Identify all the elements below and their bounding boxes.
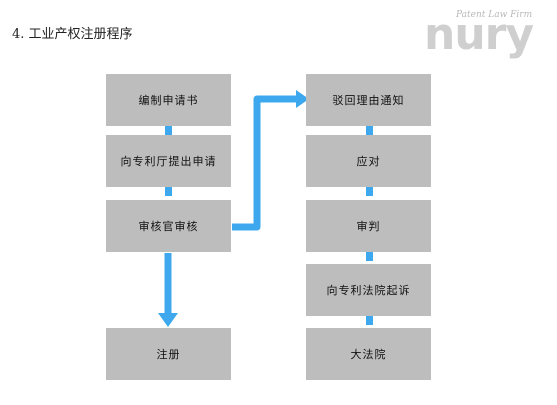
arrow-to-rejection [232,95,297,231]
logo-tagline: Patent Law Firm [456,10,533,20]
arrow-to-registration-head [158,313,178,327]
connector [165,126,172,135]
connector [366,316,373,325]
box-prepare-application: 编制申请书 [106,74,231,126]
nury-logo: nury Patent Law Firm [424,9,542,60]
box-trial: 审判 [306,200,431,252]
box-file-application: 向专利厅提出申请 [106,135,231,187]
box-rejection-notice: 驳回理由通知 [306,74,431,126]
box-examiner-review: 审核官审核 [106,200,231,252]
box-patent-court-suit: 向专利法院起诉 [306,264,431,316]
connector [165,187,172,196]
box-supreme-court: 大法院 [306,328,431,380]
box-response: 应对 [306,135,431,187]
connector [366,252,373,261]
box-registration: 注册 [106,328,231,380]
arrow-to-rejection-head [296,90,309,108]
connector [366,126,373,135]
page-heading: 4. 工业产权注册程序 [12,27,133,42]
logo-wordmark: nury [424,9,534,60]
connector [366,187,373,196]
